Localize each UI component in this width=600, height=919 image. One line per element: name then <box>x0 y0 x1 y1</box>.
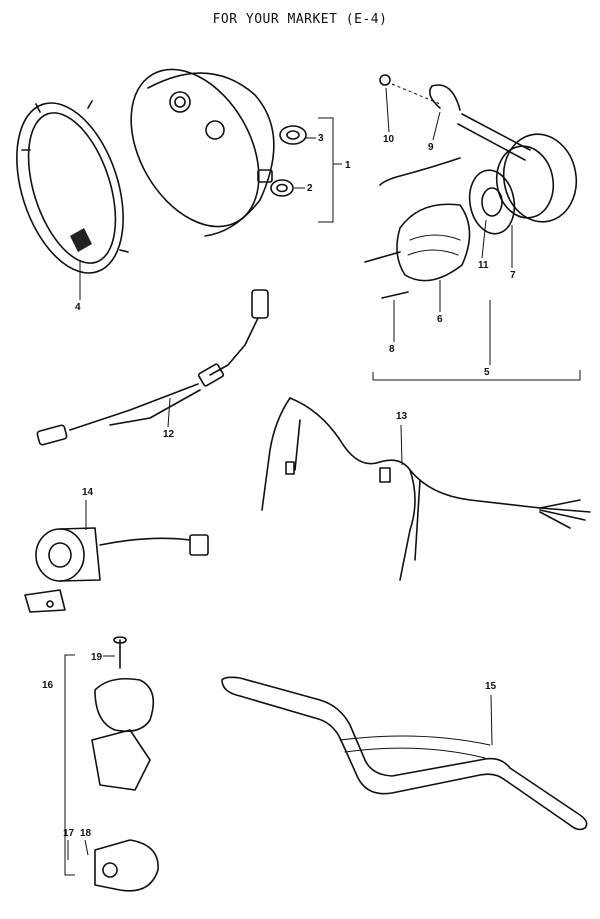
callout-3: 3 <box>318 133 324 144</box>
callout-14: 14 <box>82 487 94 498</box>
callout-1: 1 <box>345 160 351 171</box>
callout-15: 15 <box>485 681 497 692</box>
grommet-3 <box>279 125 307 145</box>
headlight-rim <box>16 100 129 274</box>
callout-6: 6 <box>437 314 443 325</box>
callout-9: 9 <box>428 142 434 153</box>
callout-17: 17 <box>63 828 75 839</box>
callout-16: 16 <box>42 680 54 691</box>
bracket-16 <box>64 654 75 876</box>
callout-11: 11 <box>478 260 489 271</box>
callout-8: 8 <box>389 344 395 355</box>
bracket-1 <box>318 117 334 223</box>
callout-12: 12 <box>163 429 175 440</box>
callout-19: 19 <box>91 652 103 663</box>
ignition-switch <box>24 527 209 613</box>
page-title: FOR YOUR MARKET (E-4) <box>212 12 388 27</box>
handlebar-switch <box>91 636 159 892</box>
turn-signal-assembly <box>364 74 578 299</box>
callout-7: 7 <box>510 270 516 281</box>
callout-13: 13 <box>396 411 408 422</box>
headlight-case <box>130 68 275 237</box>
callout-2: 2 <box>307 183 313 194</box>
callout-10: 10 <box>383 134 395 145</box>
grommet-2 <box>270 179 294 197</box>
main-wire-harness <box>261 397 591 581</box>
callout-5: 5 <box>484 367 490 378</box>
callout-4: 4 <box>75 302 81 313</box>
connector-wire <box>36 289 269 446</box>
bracket-5 <box>372 370 581 381</box>
callout-18: 18 <box>80 828 92 839</box>
handlebar <box>221 676 588 831</box>
